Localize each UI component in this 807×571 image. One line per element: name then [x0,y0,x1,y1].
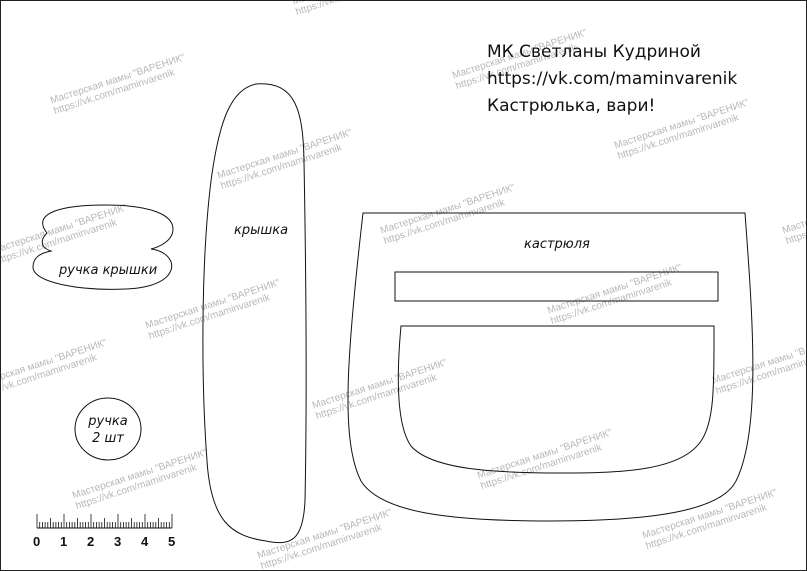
link-line[interactable]: https://vk.com/maminvarenik [487,69,738,89]
ruler-label: 2 [87,534,95,549]
author-line: МК Светланы Кудриной [487,42,701,62]
ruler-label: 5 [168,534,176,549]
lid-handle-outline [32,204,174,290]
pot-label: кастрюля [524,237,590,252]
ruler-label: 0 [33,534,41,549]
header: МК Светланы Кудриной https://vk.com/mami… [487,39,737,120]
handle-outline [74,397,142,461]
ruler-label: 3 [114,534,122,549]
pot-window [397,325,715,474]
lid-label: крышка [234,223,289,238]
title-line: Кастрюлька, вари! [487,96,656,116]
pot-slot [394,271,719,302]
ruler-label: 4 [141,534,149,549]
ruler-label: 1 [60,534,68,549]
handle-label: ручка 2 шт [88,414,128,446]
lid-outline [202,83,307,544]
lid-handle-label: ручка крышки [59,263,158,278]
ruler [36,514,173,529]
pot-outline [347,212,754,522]
